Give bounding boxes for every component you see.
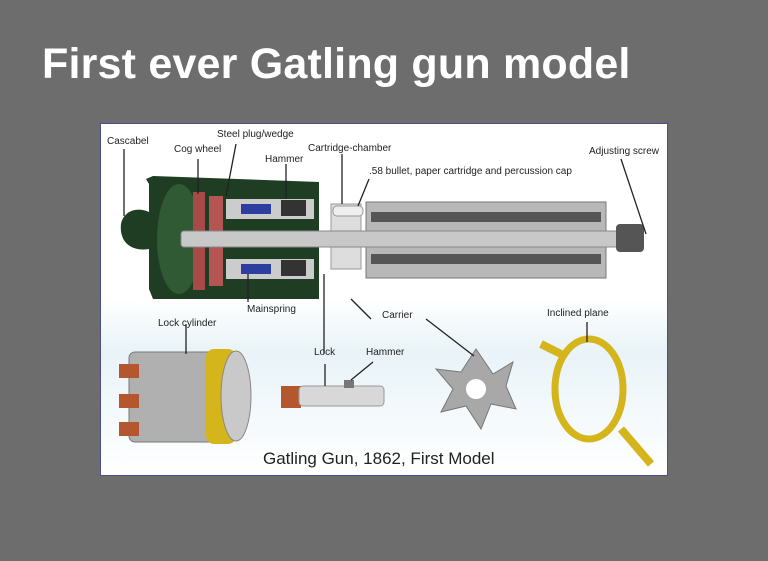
label-hammer-top: Hammer xyxy=(265,154,304,165)
gun-illustration xyxy=(119,143,655,467)
label-lock: Lock xyxy=(314,347,336,358)
gatling-gun-diagram: Cascabel Cog wheel Steel plug/wedge Hamm… xyxy=(100,123,668,476)
label-lock-cylinder: Lock cylinder xyxy=(158,318,217,329)
label-steel-plug: Steel plug/wedge xyxy=(217,129,294,140)
label-cog-wheel: Cog wheel xyxy=(174,144,222,155)
slide-title: First ever Gatling gun model xyxy=(42,40,631,88)
label-cascabel: Cascabel xyxy=(107,136,149,147)
label-adjusting-screw: Adjusting screw xyxy=(589,146,660,157)
label-mainspring: Mainspring xyxy=(247,304,296,315)
label-hammer-bottom: Hammer xyxy=(366,347,405,358)
label-bullet: .58 bullet, paper cartridge and percussi… xyxy=(369,166,572,177)
label-inclined-plane: Inclined plane xyxy=(547,308,609,319)
figure-caption: Gatling Gun, 1862, First Model xyxy=(263,449,495,468)
label-cartridge-chamber: Cartridge-chamber xyxy=(308,143,392,154)
label-carrier: Carrier xyxy=(382,310,413,321)
